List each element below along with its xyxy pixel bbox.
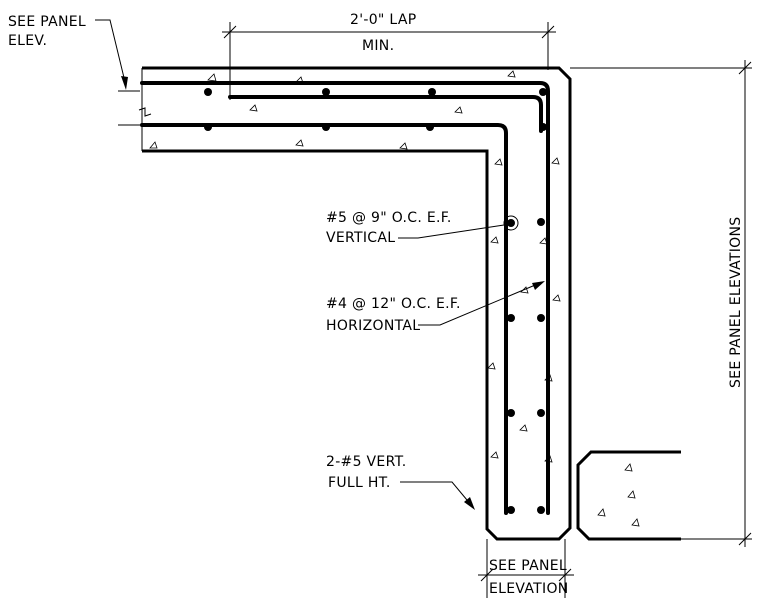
panel-elev-joint-mark	[138, 107, 152, 117]
rebar-dot	[539, 123, 547, 131]
vertical-bar-label-line2: VERTICAL	[326, 230, 395, 246]
lap-label: 2'-0" LAP	[350, 12, 416, 28]
corner-bars-leader	[400, 481, 473, 507]
aggregate-mark	[494, 158, 503, 166]
panel-elev-callout: SEE PANEL ELEV.	[8, 14, 152, 126]
corner-bars-label-line2: FULL HT.	[328, 475, 391, 491]
adjacent-panel-outline	[576, 450, 681, 541]
horizontal-bar-outer-face-lap	[228, 95, 543, 133]
concrete-aggregate-hatch	[149, 70, 640, 527]
bottom-tick-left	[480, 568, 494, 582]
aggregate-mark	[551, 157, 560, 165]
panel-elevations-dimension: SEE PANEL ELEVATIONS	[570, 60, 752, 547]
vertical-bar-label-line1: #5 @ 9" O.C. E.F.	[326, 210, 452, 226]
aggregate-mark	[490, 451, 499, 459]
horizontal-bar-inner-face-long	[140, 123, 508, 515]
rebar-dot	[537, 314, 545, 322]
rebar-dot	[537, 506, 545, 514]
aggregate-mark	[544, 374, 553, 382]
rebar-dot	[204, 123, 212, 131]
bottom-tick-right	[558, 568, 572, 582]
lap-tick-left	[223, 25, 237, 39]
horizontal-bar-label-line1: #4 @ 12" O.C. E.F.	[326, 296, 461, 312]
corner-bars-arrow	[464, 497, 475, 510]
aggregate-mark	[539, 237, 548, 245]
horizontal-bar-label-line2: HORIZONTAL	[326, 318, 420, 334]
rebar-dot	[539, 88, 547, 96]
horizontal-bar-callout: #4 @ 12" O.C. E.F. HORIZONTAL	[326, 281, 545, 334]
aggregate-mark	[487, 362, 496, 370]
aggregate-mark	[544, 455, 553, 463]
aggregate-mark	[507, 70, 516, 78]
rebar-dot	[204, 88, 212, 96]
panel-elev-label-line2: ELEV.	[8, 33, 47, 49]
horizontal-bar-outer-face-long	[140, 81, 550, 133]
rebar-dot	[507, 409, 515, 417]
corner-bars-callout: 2-#5 VERT. FULL HT.	[326, 454, 475, 510]
aggregate-mark	[399, 142, 408, 150]
rebar-dot	[426, 123, 434, 131]
panel-elev-leader	[95, 19, 127, 87]
bottom-elevation-dimension: SEE PANEL ELEVATION	[478, 539, 574, 598]
rebar-dot	[537, 409, 545, 417]
bottom-ref-label-line2: ELEVATION	[489, 581, 569, 597]
panel-elevations-label: SEE PANEL ELEVATIONS	[728, 217, 744, 388]
aggregate-mark	[207, 73, 217, 82]
aggregate-mark	[519, 424, 528, 432]
aggregate-mark	[627, 490, 636, 499]
aggregate-mark	[295, 139, 304, 147]
aggregate-mark	[454, 106, 463, 114]
corner-bars-label-line1: 2-#5 VERT.	[326, 454, 407, 470]
rebar-dots	[204, 88, 547, 514]
wall-outline	[142, 66, 572, 541]
lap-min-label: MIN.	[362, 38, 394, 54]
rebar-dot	[322, 123, 330, 131]
rebar-dot	[537, 218, 545, 226]
bottom-ref-label-line1: SEE PANEL	[489, 558, 567, 574]
vertical-bar-callout: #5 @ 9" O.C. E.F. VERTICAL	[326, 210, 505, 246]
aggregate-mark	[597, 508, 606, 517]
vertical-bar-leader	[398, 224, 505, 239]
aggregate-mark	[490, 236, 499, 244]
lap-dimension: 2'-0" LAP MIN.	[222, 12, 556, 100]
horizontal-bar-leader	[418, 282, 541, 326]
panel-elev-label-line1: SEE PANEL	[8, 14, 86, 30]
elev-tick-top	[738, 61, 752, 75]
rebar-dot	[428, 88, 436, 96]
rebar-dot	[507, 219, 515, 227]
elev-tick-bottom	[738, 532, 752, 546]
horizontal-bar-arrow	[532, 281, 545, 290]
rebar-dot	[507, 506, 515, 514]
aggregate-mark	[631, 518, 640, 527]
aggregate-mark	[149, 141, 158, 149]
rebar-dot	[322, 88, 330, 96]
rebar-dot	[507, 314, 515, 322]
aggregate-mark	[552, 294, 561, 302]
aggregate-mark	[249, 104, 258, 112]
rebar-callout-ring	[503, 215, 519, 231]
aggregate-mark	[295, 76, 304, 84]
aggregate-mark	[624, 463, 633, 472]
panel-elev-arrow	[121, 76, 128, 90]
lap-tick-right	[541, 25, 555, 39]
